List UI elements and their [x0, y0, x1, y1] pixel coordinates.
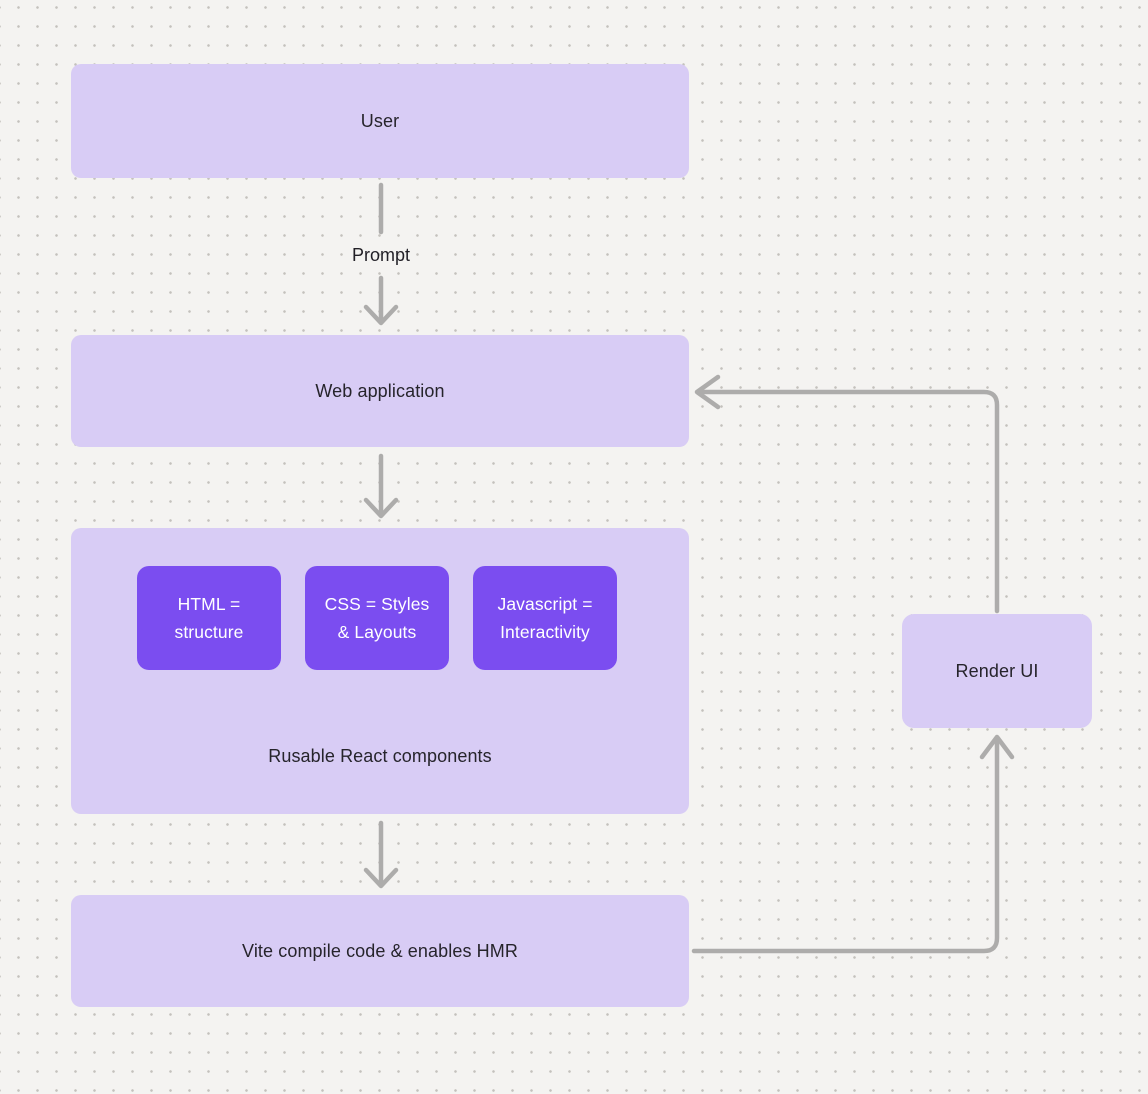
edge-label-prompt: Prompt [351, 245, 411, 265]
chip-css: CSS = Styles & Layouts [305, 566, 449, 670]
node-render-ui-label: Render UI [955, 660, 1039, 681]
chip-javascript: Javascript = Interactivity [473, 566, 617, 670]
node-components-group: HTML = structure CSS = Styles & Layouts … [71, 528, 689, 814]
chip-html: HTML = structure [137, 566, 281, 670]
chip-javascript-line2: Interactivity [500, 622, 590, 642]
node-web-application-label: Web application [315, 380, 445, 401]
edge-render-to-web-arrowhead-icon [694, 374, 721, 410]
edge-web-to-components-arrowhead-icon [363, 497, 399, 519]
edge-components-to-vite-arrowhead-icon [363, 867, 399, 889]
chip-css-line2: & Layouts [337, 622, 417, 642]
node-user-label: User [360, 110, 400, 131]
chip-html-line1: HTML = [177, 594, 241, 614]
edge-vite-to-render-line [691, 739, 1000, 954]
components-group-caption: Rusable React components [268, 746, 492, 766]
chip-css-line1: CSS = Styles [324, 594, 430, 614]
edge-vite-to-render-arrowhead-icon [979, 734, 1015, 760]
chip-javascript-line1: Javascript = [497, 594, 593, 614]
edge-user-to-web-arrowhead-icon [363, 304, 399, 326]
chip-html-line2: structure [174, 622, 244, 642]
node-vite-label: Vite compile code & enables HMR [242, 940, 518, 961]
node-web-application: Web application [71, 335, 689, 447]
node-render-ui: Render UI [902, 614, 1092, 728]
node-user: User [71, 64, 689, 178]
edge-render-to-web-line [699, 389, 1000, 614]
node-vite: Vite compile code & enables HMR [71, 895, 689, 1007]
